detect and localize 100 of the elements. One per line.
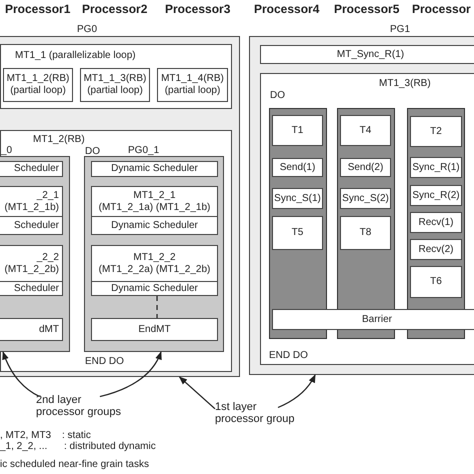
arrow — [100, 351, 162, 398]
scheduler-box — [0, 161, 63, 177]
box-label: Sync_S(1) — [274, 192, 321, 204]
end-box — [0, 318, 63, 341]
loop-keyword: END DO — [85, 356, 124, 368]
task-box — [80, 68, 150, 102]
barrier-bar — [272, 309, 474, 330]
box-label: EndMT — [138, 324, 171, 336]
task-box — [410, 185, 462, 206]
box-label: Scheduler — [14, 282, 59, 294]
sync-box — [260, 45, 474, 64]
loop-box — [0, 44, 232, 109]
box-label: T1 — [292, 124, 304, 136]
group-title: PG0_1 — [128, 145, 160, 157]
box-label: (MT1_2_1b) — [4, 202, 59, 214]
box-label: Dynamic Scheduler — [111, 282, 198, 294]
connector-line — [156, 296, 158, 318]
task-box — [91, 186, 218, 217]
box-label: _2_1 — [36, 190, 59, 202]
processor-column — [269, 108, 327, 339]
task-box — [410, 157, 462, 178]
processor-column — [337, 108, 395, 339]
arrow — [178, 376, 216, 410]
group-title: _0 — [1, 145, 12, 157]
box-label: dMT — [39, 324, 59, 336]
box-label: MT1_1_3(RB) (partial loop) — [82, 73, 148, 97]
box-label: Sync_S(2) — [342, 192, 389, 204]
box-label: Send(1) — [280, 162, 316, 174]
column-header: Processor — [412, 2, 471, 16]
group-title: MT1_2(RB) — [33, 134, 85, 146]
column-header: Processor1 — [5, 2, 70, 16]
task-box — [91, 245, 218, 282]
box-label: Recv(2) — [418, 244, 454, 256]
group-title: MT1_1 (parallelizable loop) — [15, 50, 136, 62]
box-label: Sync_R(1) — [412, 162, 460, 174]
task-box — [340, 188, 391, 209]
task-box — [157, 68, 228, 102]
task-box — [410, 212, 462, 233]
legend-note: ic scheduled near-fine grain tasks — [0, 459, 149, 470]
task-box — [340, 158, 391, 177]
loop-keyword: DO — [270, 90, 285, 102]
task-box — [0, 245, 63, 282]
end-box — [91, 318, 218, 341]
task-box — [3, 68, 73, 102]
loop-keyword: END DO — [269, 350, 308, 362]
box-label: MT1_1_4(RB) (partial loop) — [160, 73, 225, 97]
loop-box — [0, 130, 232, 372]
box-label: MT1_1_2(RB) (partial loop) — [6, 73, 70, 97]
annotation-text: 1st layer processor group — [215, 401, 296, 425]
box-label: T6 — [430, 276, 442, 288]
legend-note: _1, 2_2, ... — [0, 441, 48, 452]
task-box — [410, 266, 462, 298]
box-label: T8 — [360, 227, 372, 239]
task-box — [272, 158, 323, 177]
box-label: MT1_2_2 — [133, 252, 176, 264]
legend-note: : distributed dynamic — [64, 441, 156, 452]
group-title: MT1_3(RB) — [379, 78, 431, 90]
box-label: T4 — [360, 124, 372, 136]
box-label: Dynamic Scheduler — [111, 220, 198, 232]
scheduler-box — [0, 281, 63, 296]
column-header: Processor3 — [165, 2, 230, 16]
processor-column — [407, 108, 465, 339]
box-label: Recv(1) — [418, 216, 454, 228]
group-title: PG0 — [77, 24, 98, 36]
scheduler-box — [91, 216, 218, 235]
task-box — [340, 115, 391, 146]
box-label: T2 — [430, 126, 442, 138]
box-label: T5 — [292, 227, 304, 239]
scheduler-box — [91, 281, 218, 296]
task-box — [0, 186, 63, 217]
box-label: MT_Sync_R(1) — [336, 48, 404, 60]
scheduler-box — [0, 216, 63, 235]
loop-box — [260, 73, 474, 365]
column-header: Processor2 — [82, 2, 148, 16]
task-box — [410, 239, 462, 260]
box-label: Sync_R(2) — [412, 190, 460, 202]
box-label: _2_2 — [36, 252, 59, 264]
box-label: Barrier — [362, 314, 392, 326]
column-header: Processor4 — [254, 2, 320, 16]
box-label: Dynamic Scheduler — [111, 163, 198, 175]
group-title: PG1 — [390, 24, 410, 36]
box-label: (MT1_2_1a) (MT1_2_1b) — [98, 202, 210, 214]
task-box — [272, 188, 323, 209]
arrow — [2, 351, 40, 398]
task-box — [272, 216, 323, 250]
task-box — [340, 216, 391, 250]
box-label: Scheduler — [14, 163, 59, 175]
box-label: MT1_2_1 — [133, 190, 176, 202]
box-label: (MT1_2_2b) — [4, 264, 59, 276]
task-box — [272, 115, 323, 146]
column-header: Processor5 — [334, 2, 400, 16]
annotation-text: 2nd layer processor groups — [36, 394, 122, 418]
scheduler-box — [91, 161, 218, 177]
box-label: (MT1_2_2a) (MT1_2_2b) — [98, 264, 210, 276]
task-box — [410, 116, 462, 147]
legend-note: , MT2, MT3 — [0, 430, 52, 441]
legend-note: : static — [62, 430, 91, 441]
arrow — [278, 374, 316, 408]
box-label: Send(2) — [348, 162, 384, 174]
loop-keyword: DO — [85, 146, 100, 158]
